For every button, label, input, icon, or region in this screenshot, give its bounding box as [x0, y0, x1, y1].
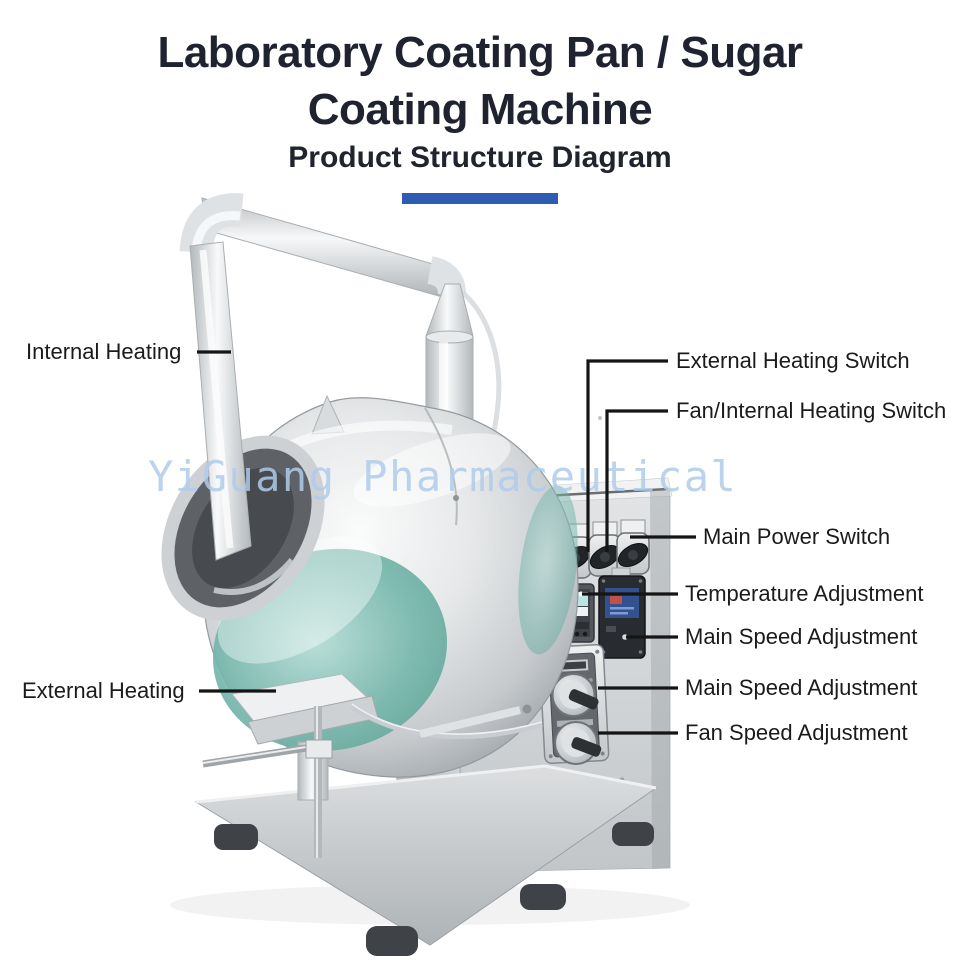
- label-main-power-switch: Main Power Switch: [703, 524, 891, 549]
- label-external-heating-switch: External Heating Switch: [676, 348, 910, 373]
- label-internal-heating: Internal Heating: [26, 339, 182, 364]
- page-subtitle: Product Structure Diagram: [288, 141, 672, 174]
- main-speed-knob: [551, 673, 599, 718]
- label-temperature-adjustment: Temperature Adjustment: [685, 581, 924, 606]
- label-main-speed-adjustment-2: Main Speed Adjustment: [685, 675, 918, 700]
- label-external-heating: External Heating: [22, 678, 185, 703]
- spray-assembly: [202, 703, 543, 858]
- exhaust-pipe: [179, 193, 502, 471]
- speed-controller-display: [598, 567, 646, 659]
- title-line-1: Laboratory Coating Pan / Sugar: [157, 28, 803, 77]
- label-main-speed-adjustment-1: Main Speed Adjustment: [685, 624, 918, 649]
- title-line-2: Coating Machine: [307, 85, 653, 134]
- accent-underline-bar: [402, 193, 558, 204]
- label-fan-speed-adjustment: Fan Speed Adjustment: [685, 720, 908, 745]
- fan-speed-knob: [554, 720, 602, 765]
- inlet-pipe: [189, 241, 252, 561]
- page-title: Laboratory Coating Pan / Sugar Coating M…: [0, 24, 960, 138]
- machine-feet: [214, 822, 654, 956]
- label-fan-internal-heating-switch: Fan/Internal Heating Switch: [676, 398, 947, 423]
